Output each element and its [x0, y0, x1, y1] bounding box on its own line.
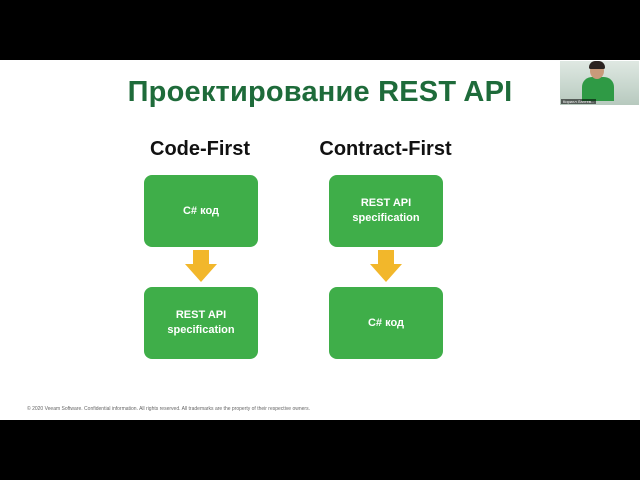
code-first-down-arrow-icon	[185, 250, 217, 282]
code-first-heading: Code-First	[150, 138, 250, 160]
webcam-name-label: Кирилл Лаптев...	[561, 99, 597, 104]
presenter-hair	[589, 61, 605, 69]
code-first-bottom-box: REST API specification	[144, 287, 258, 359]
contract-first-heading: Contract-First	[319, 138, 452, 160]
contract-first-down-arrow-icon	[370, 250, 402, 282]
webcam-thumbnail: Кирилл Лаптев...	[560, 61, 639, 105]
presentation-slide: Проектирование REST API Code-First C# ко…	[0, 60, 640, 420]
presenter-torso	[582, 77, 614, 101]
contract-first-top-box: REST API specification	[329, 175, 443, 247]
slide-footer: © 2020 Veeam Software. Confidential info…	[27, 406, 310, 412]
slide-title: Проектирование REST API	[127, 76, 513, 108]
code-first-top-box: C# код	[144, 175, 258, 247]
contract-first-bottom-box: C# код	[329, 287, 443, 359]
